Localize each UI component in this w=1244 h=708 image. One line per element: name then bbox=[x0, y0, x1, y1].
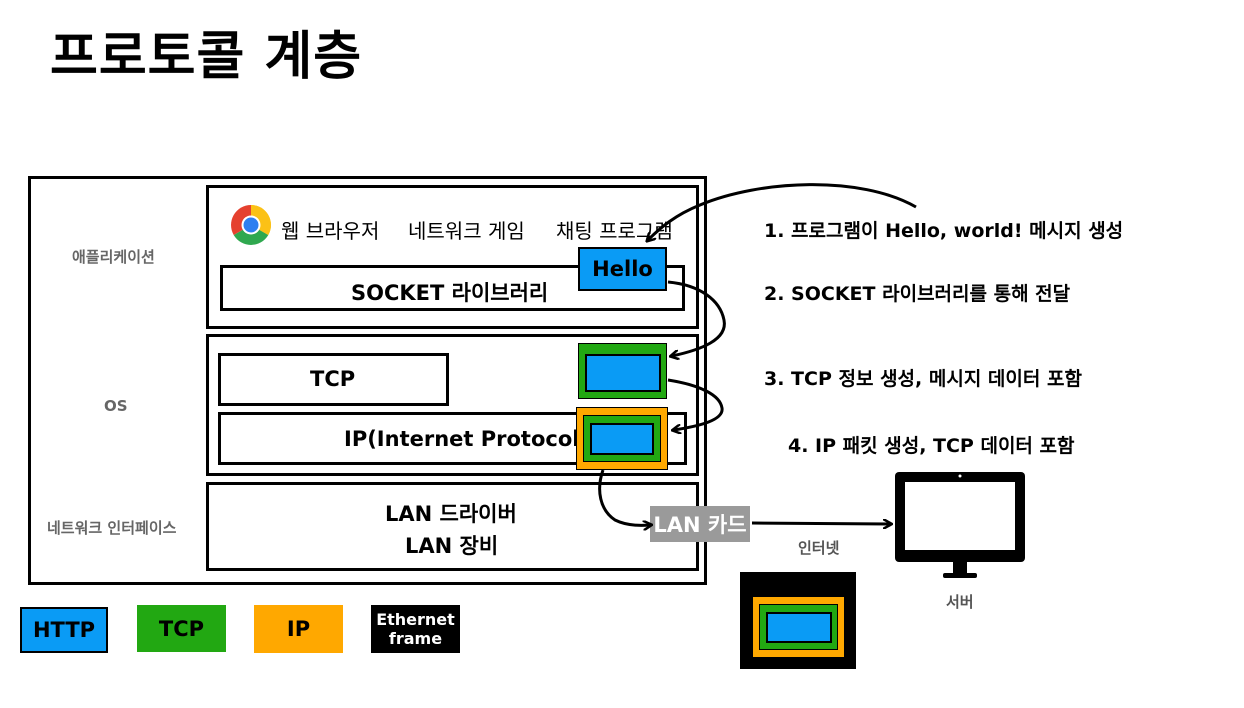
app-network-game: 네트워크 게임 bbox=[408, 219, 525, 243]
tcp-segment bbox=[578, 343, 667, 399]
internet-label: 인터넷 bbox=[798, 539, 840, 557]
step-2: 2. SOCKET 라이브러리를 통해 전달 bbox=[764, 283, 1071, 305]
ip-packet-payload bbox=[590, 423, 654, 455]
ethernet-frame-tcp bbox=[759, 604, 838, 650]
server-monitor-icon bbox=[893, 470, 1027, 580]
hello-label: Hello bbox=[592, 257, 653, 281]
legend-ethernet-line2: frame bbox=[388, 629, 443, 648]
lan-device-label: LAN 장비 bbox=[405, 534, 499, 558]
layer-label-network-interface: 네트워크 인터페이스 bbox=[47, 519, 177, 537]
legend-ip: IP bbox=[254, 605, 343, 653]
app-web-browser: 웹 브라우저 bbox=[281, 219, 380, 243]
ip-packet-tcp bbox=[583, 415, 661, 462]
lan-driver-label: LAN 드라이버 bbox=[385, 502, 517, 526]
tcp-segment-payload bbox=[585, 354, 661, 392]
legend-http: HTTP bbox=[20, 607, 108, 653]
server-label: 서버 bbox=[946, 593, 974, 611]
hello-http-message: Hello bbox=[578, 247, 667, 291]
legend-ethernet: Ethernet frame bbox=[371, 605, 460, 653]
lan-card-label: LAN 카드 bbox=[653, 513, 747, 537]
ip-packet bbox=[576, 407, 668, 470]
tcp-box bbox=[218, 353, 449, 406]
step-4: 4. IP 패킷 생성, TCP 데이터 포함 bbox=[788, 435, 1075, 457]
ethernet-frame bbox=[740, 572, 856, 669]
layer-label-os: OS bbox=[104, 397, 128, 415]
app-chat-program: 채팅 프로그램 bbox=[556, 219, 673, 243]
layer-label-application: 애플리케이션 bbox=[72, 248, 155, 266]
chrome-icon bbox=[230, 204, 272, 246]
page-title: 프로토콜 계층 bbox=[50, 27, 363, 87]
legend-tcp-label: TCP bbox=[158, 616, 205, 641]
step-1: 1. 프로그램이 Hello, world! 메시지 생성 bbox=[764, 220, 1124, 242]
ethernet-frame-payload bbox=[766, 612, 832, 643]
ethernet-frame-ip bbox=[752, 596, 845, 658]
legend-http-label: HTTP bbox=[32, 618, 96, 642]
legend-tcp: TCP bbox=[137, 605, 226, 652]
lan-card: LAN 카드 bbox=[650, 506, 750, 542]
step-3: 3. TCP 정보 생성, 메시지 데이터 포함 bbox=[764, 368, 1082, 390]
ip-label: IP(Internet Protocol) bbox=[344, 427, 590, 451]
legend-ip-label: IP bbox=[286, 617, 311, 641]
arrow-lan-card-to-server bbox=[751, 523, 890, 524]
tcp-label: TCP bbox=[310, 367, 356, 391]
legend-ethernet-line1: Ethernet bbox=[376, 610, 455, 629]
socket-library-label: SOCKET 라이브러리 bbox=[351, 281, 549, 305]
